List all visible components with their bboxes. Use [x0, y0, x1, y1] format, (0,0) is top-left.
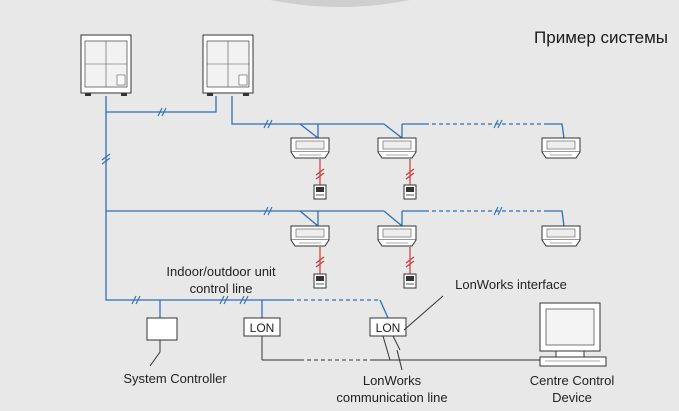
lonworks-comm-label-1: LonWorks — [363, 373, 422, 388]
top-bevel — [270, 0, 410, 7]
remote-controller — [313, 273, 327, 289]
centre-control-label-1: Centre Control — [530, 373, 615, 388]
indoor-unit — [377, 225, 417, 247]
remote-lines — [315, 159, 415, 274]
indoor-unit — [377, 137, 417, 159]
centre-control-label-2: Device — [552, 390, 592, 405]
lonworks-interface-label: LonWorks interface — [455, 277, 567, 292]
indoor-unit — [290, 225, 330, 247]
indoor-unit — [290, 137, 330, 159]
lon-module-1-label: LON — [250, 321, 275, 335]
diagram-title: Пример системы — [534, 28, 668, 47]
refrigerant-lines — [105, 96, 565, 319]
indoor-unit — [541, 225, 581, 247]
break-marks — [101, 107, 503, 305]
lonworks-comm-lines — [149, 335, 540, 371]
lon-module-2-label: LON — [376, 321, 401, 335]
lonworks-interface-pointer — [403, 295, 444, 331]
system-controller-label: System Controller — [123, 371, 227, 386]
control-line-label-1: Indoor/outdoor unit — [166, 264, 276, 279]
remote-controller — [403, 184, 417, 200]
lonworks-comm-label-2: communication line — [336, 390, 447, 405]
remote-controller — [313, 184, 327, 200]
remote-controller — [403, 273, 417, 289]
indoor-unit — [541, 137, 581, 159]
control-line-label-2: control line — [190, 281, 253, 296]
outdoor-unit-1 — [80, 34, 132, 97]
system-controller-box — [146, 317, 178, 341]
outdoor-unit-2 — [202, 34, 254, 97]
lon-module-2 — [369, 317, 407, 337]
centre-control-device — [539, 302, 607, 367]
